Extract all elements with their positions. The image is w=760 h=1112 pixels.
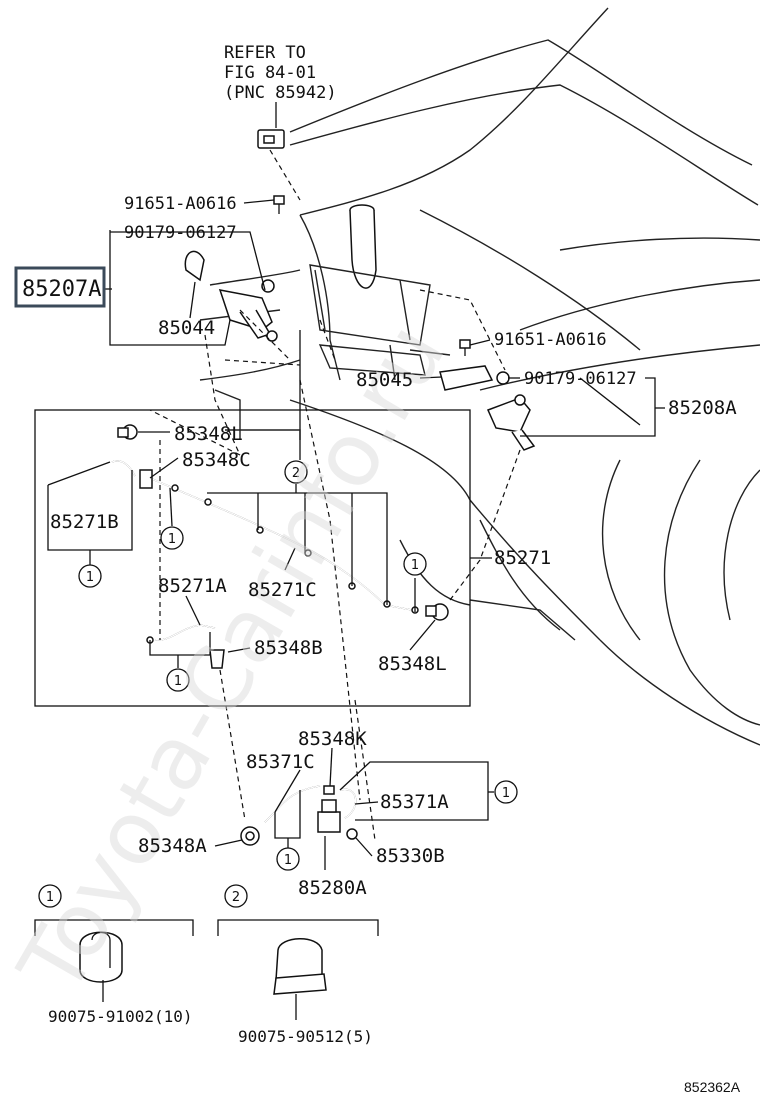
part-label-85348l-top[interactable]: 85348L <box>174 423 243 445</box>
legend-clip-2-part[interactable]: 90075-90512(5) <box>238 1027 373 1046</box>
cover-85045 <box>439 365 494 391</box>
part-label-85208a[interactable]: 85208A <box>668 397 737 419</box>
bolt-91651-right <box>459 339 471 356</box>
car-body-outline <box>199 7 760 746</box>
part-label-85330b[interactable]: 85330B <box>376 845 445 867</box>
washer-tank-sketch <box>309 204 451 381</box>
hose-85371a <box>339 788 357 819</box>
leader-lines <box>47 102 665 870</box>
part-label-85271[interactable]: 85271 <box>494 547 551 569</box>
refer-note-line2: FIG 84-01 <box>224 63 316 83</box>
part-label-85348a[interactable]: 85348A <box>138 835 207 857</box>
svg-text:1: 1 <box>502 786 510 801</box>
svg-text:1: 1 <box>411 558 419 573</box>
nozzle-85044 <box>218 279 278 342</box>
joint-85348k <box>323 785 335 795</box>
callout-circle-2a: 2 <box>284 460 308 484</box>
valve-85280a <box>317 799 341 833</box>
hose-85271b <box>111 460 136 477</box>
part-label-85045[interactable]: 85045 <box>356 369 413 391</box>
svg-text:1: 1 <box>284 853 292 868</box>
part-label-85348b[interactable]: 85348B <box>254 637 323 659</box>
dashed-relations <box>149 149 521 841</box>
callout-circle-1b: 1 <box>78 564 102 588</box>
part-label-91651-a0616-left: 91651-A0616 <box>124 194 237 214</box>
svg-text:2: 2 <box>292 466 300 481</box>
joint-85348c <box>139 469 153 489</box>
clip-90179-right <box>496 371 510 385</box>
hose-85371c <box>264 785 321 823</box>
part-label-85371c[interactable]: 85371C <box>246 751 315 773</box>
callout-circle-1d: 1 <box>166 668 190 692</box>
part-label-85348k[interactable]: 85348K <box>298 728 367 750</box>
refer-note-line3: (PNC 85942) <box>224 83 337 103</box>
part-label-85348c[interactable]: 85348C <box>182 449 251 471</box>
hose-85271c <box>149 477 413 611</box>
svg-text:1: 1 <box>168 532 176 547</box>
part-label-85271b[interactable]: 85271B <box>50 511 119 533</box>
callout-circle-1a: 1 <box>160 526 184 550</box>
svg-text:2: 2 <box>232 890 240 905</box>
svg-text:1: 1 <box>46 890 54 905</box>
part-label-85271a[interactable]: 85271A <box>158 575 227 597</box>
bracket-85942 <box>257 129 285 149</box>
legend-clip-2: 2 <box>217 884 379 1020</box>
refer-note: REFER TO FIG 84-01 (PNC 85942) <box>224 43 337 103</box>
joint-85348l-top <box>117 424 138 440</box>
joint-85348a <box>240 826 260 846</box>
bolt-91651-left <box>273 195 285 214</box>
legend-clip-1: 1 <box>34 884 194 1002</box>
joint-85348b <box>209 649 225 669</box>
selected-part-highlight <box>14 266 106 308</box>
svg-text:1: 1 <box>86 570 94 585</box>
part-label-90179-06127-right: 90179-06127 <box>524 369 637 389</box>
part-label-85207a[interactable]: 85207A <box>22 277 101 302</box>
part-label-85271c[interactable]: 85271C <box>248 579 317 601</box>
cover-85207 <box>184 250 205 282</box>
legend-clip-1-part[interactable]: 90075-91002(10) <box>48 1007 193 1026</box>
diagram-code: 852362A <box>684 1079 741 1095</box>
part-label-85044[interactable]: 85044 <box>158 317 215 339</box>
part-label-90179-06127-left: 90179-06127 <box>124 223 237 243</box>
nozzle-85208a <box>486 394 536 451</box>
part-label-85348l-bottom[interactable]: 85348L <box>378 653 447 675</box>
callout-circle-1c: 1 <box>403 552 427 576</box>
joint-85348l-bottom <box>425 603 449 621</box>
part-label-85371a[interactable]: 85371A <box>380 791 449 813</box>
part-label-85280a[interactable]: 85280A <box>298 877 367 899</box>
callout-circle-1f: 1 <box>276 847 300 871</box>
callout-circle-1e: 1 <box>494 780 518 804</box>
plug-85330b <box>346 828 358 840</box>
refer-note-line1: REFER TO <box>224 43 306 63</box>
part-label-91651-a0616-right: 91651-A0616 <box>494 330 607 350</box>
svg-text:1: 1 <box>174 674 182 689</box>
